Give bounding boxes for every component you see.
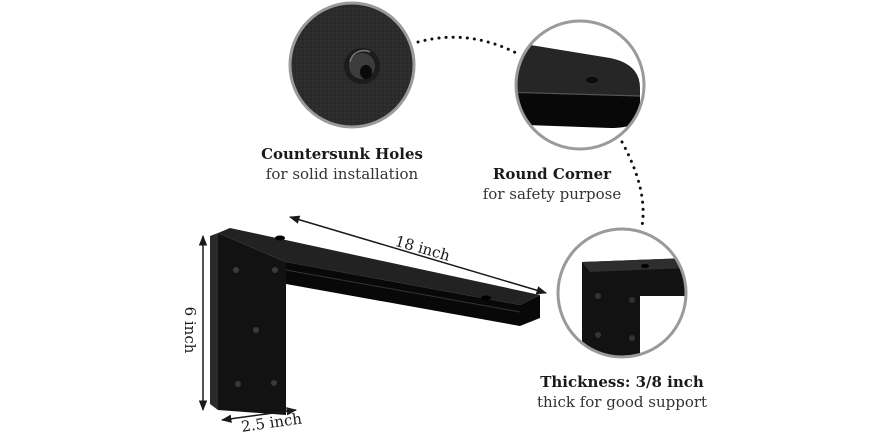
thickness-detail (556, 227, 688, 359)
feature-title: Countersunk Holes (261, 145, 423, 163)
l-bracket (210, 228, 540, 415)
length-arrow (288, 215, 548, 295)
feature-subtitle: for solid installation (265, 165, 419, 183)
feature-title: Round Corner (492, 165, 612, 183)
dotted-connector (416, 35, 522, 57)
feature-thickness: Thickness: 3/8 inch thick for good suppo… (522, 372, 722, 412)
feature-subtitle: thick for good support (536, 393, 708, 411)
mounting-hole (253, 327, 259, 333)
dotted-connector (620, 140, 645, 228)
feature-subtitle: for safety purpose (482, 185, 622, 203)
height-label: 6 inch (181, 306, 199, 354)
mounting-hole (235, 381, 241, 387)
mounting-hole (275, 235, 285, 241)
round-corner-detail (514, 19, 646, 151)
feature-round-corner: Round Corner for safety purpose (472, 164, 632, 204)
mounting-hole (271, 380, 277, 386)
feature-countersunk: Countersunk Holes for solid installation (252, 144, 432, 184)
mounting-hole (272, 267, 278, 273)
feature-title: Thickness: 3/8 inch (540, 373, 704, 391)
mounting-hole (481, 295, 491, 301)
mounting-hole (233, 267, 239, 273)
width-arrow (220, 407, 298, 423)
countersunk-hole-detail (288, 1, 416, 129)
